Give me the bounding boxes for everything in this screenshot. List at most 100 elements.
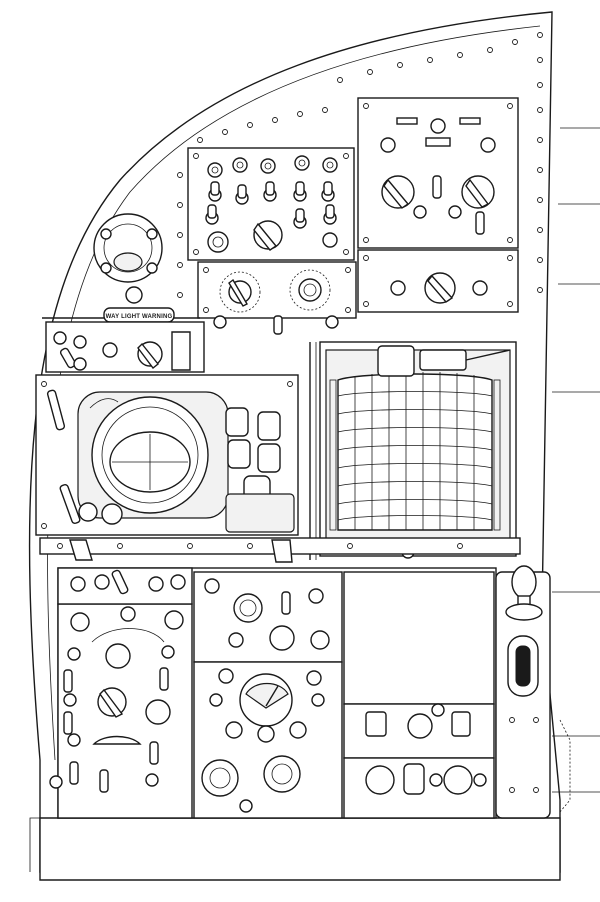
warning-plate: WAY LIGHT WARNING — [103, 307, 175, 323]
control-handle-icon — [505, 565, 543, 621]
warning-plate-text: WAY LIGHT WARNING — [106, 314, 173, 320]
rotary-knob-icon — [403, 763, 425, 795]
rivet-icon — [537, 197, 543, 203]
dial-scale — [91, 628, 165, 643]
indicator-lamp-icon — [322, 157, 338, 173]
porthole-light-assembly — [42, 213, 200, 319]
rotary-knob-icon — [289, 269, 331, 311]
rivet-icon — [222, 129, 228, 135]
rivet-icon — [322, 107, 328, 113]
right-knob-panel — [357, 249, 519, 313]
indicator-lamp-icon — [102, 342, 118, 358]
indicator-lamp-icon — [390, 280, 406, 296]
indicator-lamp-icon — [120, 606, 136, 622]
rotary-knob-icon — [225, 721, 243, 739]
indicator-lamp-icon — [204, 578, 220, 594]
control-handle-icon — [451, 711, 471, 737]
rivet-icon — [177, 232, 183, 238]
toggle-switch-icon — [237, 184, 247, 199]
rotary-knob-icon — [263, 755, 301, 793]
toggle-switch-icon — [159, 667, 169, 691]
toggle-switch-icon — [149, 741, 159, 765]
pen-carriage — [377, 345, 415, 377]
control-handle-icon — [69, 539, 93, 561]
rotary-knob-icon — [105, 643, 131, 669]
rotary-knob-icon — [97, 687, 127, 718]
indicator-lamp-row — [207, 155, 338, 178]
indicator-lamp-icon — [218, 668, 234, 684]
rivet-icon — [177, 262, 183, 268]
toggle-switch-icon — [69, 761, 79, 785]
rivet-icon — [537, 32, 543, 38]
toggle-switch-icon — [63, 669, 73, 693]
rivet-icon — [512, 39, 518, 45]
rotary-knob-icon — [257, 725, 275, 743]
rotary-knob-icon — [207, 231, 229, 253]
toggle-switch-icon — [207, 204, 217, 219]
indicator-lamp-icon — [430, 118, 446, 134]
rotary-knob-icon — [225, 407, 249, 437]
rotary-knob-icon — [227, 439, 251, 469]
rotary-knob-icon — [201, 759, 239, 797]
rotary-knob-icon — [219, 271, 261, 313]
indicator-lamp-icon — [294, 155, 310, 171]
rotary-knob-icon — [101, 503, 123, 525]
rivet-icon — [177, 172, 183, 178]
rotary-knob-icon — [257, 411, 281, 441]
toggle-switch-row — [205, 181, 337, 229]
rotary-knob-icon — [289, 721, 307, 739]
indicator-lamp-icon — [325, 315, 339, 329]
rivet-icon — [247, 122, 253, 128]
blank-panel — [343, 571, 495, 705]
toggle-switch-icon — [295, 208, 305, 223]
rotary-knob-icon — [365, 765, 395, 795]
rivet-icon — [537, 137, 543, 143]
rivet-icon — [177, 202, 183, 208]
indicator-lamp-icon — [260, 158, 276, 174]
toggle-switch-icon — [295, 181, 305, 196]
indicator-lamp-icon — [480, 137, 496, 153]
indicator-lamp-icon — [228, 632, 244, 648]
rivet-icon — [537, 82, 543, 88]
control-handle-icon — [171, 331, 191, 371]
indicator-lamp-icon — [207, 162, 223, 178]
lower-console — [49, 567, 497, 819]
toggle-switch-icon — [59, 483, 81, 525]
right-handle-pod — [495, 565, 571, 819]
indicator-lamp-icon — [431, 703, 445, 717]
rivet-icon — [177, 292, 183, 298]
rotary-knob-icon — [461, 175, 495, 209]
control-handle-icon — [271, 539, 293, 563]
dial-scale — [92, 735, 142, 745]
rivet-icon — [537, 227, 543, 233]
indicator-lamp-icon — [73, 335, 87, 349]
rivet-icon — [427, 57, 433, 63]
indicator-lamp-icon — [380, 137, 396, 153]
rivet-icon — [487, 47, 493, 53]
indicator-lamp-icon — [170, 574, 186, 590]
dual-dial-plate — [197, 261, 357, 319]
rotary-knob-icon — [253, 220, 283, 251]
indicator-lamp-icon — [78, 502, 98, 522]
indicator-lamp-icon — [53, 331, 67, 345]
toggle-switch-icon — [325, 204, 335, 219]
toggle-switch-icon — [63, 711, 73, 735]
toggle-switch-icon — [111, 569, 129, 595]
toggle-switch-icon — [273, 315, 283, 335]
rivet-icon — [197, 137, 203, 143]
indicator-lamp-icon — [67, 647, 81, 661]
toggle-switch-icon — [46, 389, 66, 431]
indicator-lamp-icon — [148, 576, 164, 592]
indicator-lamp-icon — [308, 588, 324, 604]
toggle-switch-icon — [265, 181, 275, 196]
indicator-lamp-icon — [472, 280, 488, 296]
toggle-switch-icon — [432, 175, 442, 199]
toggle-switch-icon — [323, 181, 333, 196]
rotary-knob-icon — [233, 593, 263, 623]
upper-right-control-box — [357, 97, 519, 249]
rotary-knob-icon — [407, 713, 433, 739]
rotary-knob-icon — [70, 612, 90, 632]
rivet-icon — [537, 257, 543, 263]
lower-right-center-panel — [343, 571, 495, 819]
